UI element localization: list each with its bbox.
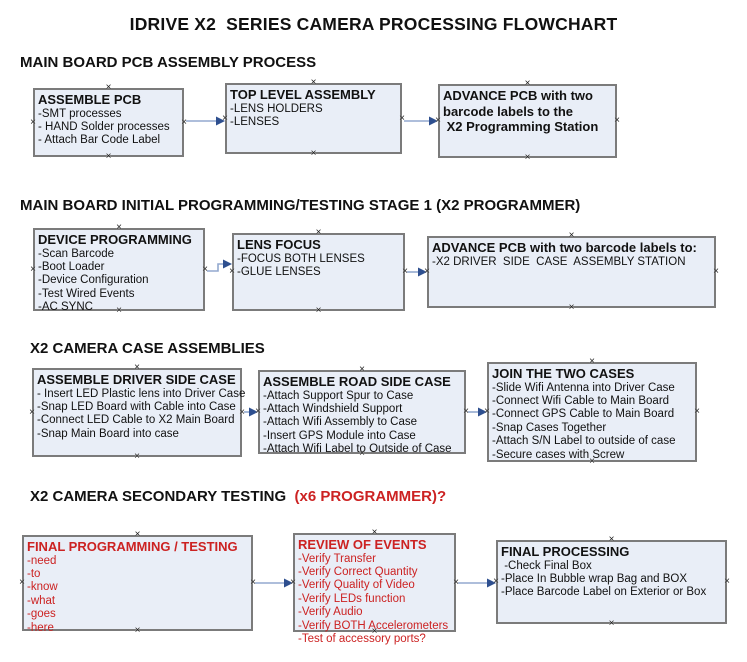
- box-line: -Attach Windshield Support: [263, 402, 403, 415]
- box-line: - HAND Solder processes: [38, 120, 170, 133]
- box-title: ADVANCE PCB with two: [443, 88, 593, 103]
- box-line: -SMT processes: [38, 107, 122, 120]
- box-line: -Verify Transfer: [298, 552, 376, 565]
- arrow-head-icon: [478, 407, 487, 417]
- arrow-head-icon: [249, 407, 258, 417]
- arrow-line: [207, 263, 225, 272]
- box-title: ASSEMBLE PCB: [38, 92, 142, 107]
- box-line: - Insert LED Plastic lens into Driver Ca…: [37, 387, 246, 400]
- box-line: -LENSES: [230, 115, 280, 128]
- box-line: -Device Configuration: [38, 274, 149, 287]
- box-line: -Snap LED Board with Cable into Case: [37, 400, 236, 413]
- box-line: -Insert GPS Module into Case: [263, 429, 416, 442]
- box-line: -FOCUS BOTH LENSES: [237, 252, 365, 265]
- box-line: -goes: [27, 608, 56, 621]
- section-header-case-assemblies: X2 CAMERA CASE ASSEMBLIES: [30, 340, 265, 357]
- page-title: IDRIVE X2 SERIES CAMERA PROCESSING FLOWC…: [129, 14, 618, 34]
- box-line: -Verify LEDs function: [298, 592, 406, 605]
- box-title: barcode labels to the: [443, 103, 574, 119]
- box-title: FINAL PROCESSING: [501, 544, 630, 559]
- box-line: -Verify Audio: [298, 606, 363, 619]
- arrow-head-icon: [418, 267, 427, 277]
- box-line: -GLUE LENSES: [237, 265, 321, 278]
- box-line: -Scan Barcode: [38, 247, 115, 260]
- box-line: -Test Wired Events: [38, 287, 135, 300]
- box-line: -Attach Support Spur to Case: [263, 389, 414, 402]
- arrow-head-icon: [223, 259, 232, 269]
- box-line: -Place Barcode Label on Exterior or Box: [501, 586, 707, 599]
- arrow-head-icon: [216, 116, 225, 126]
- section-header-pcb-assembly: MAIN BOARD PCB ASSEMBLY PROCESS: [20, 54, 317, 71]
- box-title: FINAL PROGRAMMING / TESTING: [27, 539, 238, 554]
- box-final-programming-testing[interactable]: FINAL PROGRAMMING / TESTING-need-to-know…: [22, 535, 253, 634]
- arrow-head-icon: [284, 578, 293, 588]
- box-line: -Snap Cases Together: [492, 421, 607, 434]
- box-assemble-pcb[interactable]: ASSEMBLE PCB-SMT processes- HAND Solder …: [33, 88, 184, 157]
- box-lens-focus[interactable]: LENS FOCUS-FOCUS BOTH LENSES-GLUE LENSES: [232, 233, 405, 311]
- box-line: -Secure cases with Screw: [492, 448, 625, 461]
- box-line: -X2 DRIVER SIDE CASE ASSEMBLY STATION: [432, 255, 686, 268]
- box-join-the-two-cases[interactable]: JOIN THE TWO CASES-Slide Wifi Antenna in…: [487, 362, 697, 462]
- box-line: -Place In Bubble wrap Bag and BOX: [501, 572, 688, 585]
- box-title: LENS FOCUS: [237, 237, 321, 252]
- box-advance-pcb-to-driver-station[interactable]: ADVANCE PCB with two barcode labels to:-…: [427, 236, 716, 308]
- box-line: -what: [27, 594, 56, 607]
- box-line: -know: [27, 581, 58, 594]
- box-title: ADVANCE PCB with two barcode labels to:: [432, 240, 697, 255]
- box-line: -Test of accessory ports?: [298, 632, 426, 645]
- box-final-processing[interactable]: FINAL PROCESSING -Check Final Box-Place …: [496, 540, 727, 624]
- box-assemble-road-side-case[interactable]: ASSEMBLE ROAD SIDE CASE-Attach Support S…: [258, 370, 466, 456]
- section-header-secondary-testing: X2 CAMERA SECONDARY TESTING (x6 PROGRAMM…: [30, 488, 447, 505]
- arrow-head-icon: [487, 578, 496, 588]
- box-line: -Snap Main Board into case: [37, 427, 179, 440]
- box-title: X2 Programming Station: [443, 119, 599, 134]
- box-line: -LENS HOLDERS: [230, 102, 323, 115]
- section-header-initial-programming: MAIN BOARD INITIAL PROGRAMMING/TESTING S…: [20, 197, 581, 214]
- box-line: -Connect GPS Cable to Main Board: [492, 408, 675, 421]
- section-header-accent: (x6 PROGRAMMER)?: [294, 488, 447, 505]
- box-line: -AC SYNC: [38, 301, 93, 314]
- box-title: JOIN THE TWO CASES: [492, 366, 635, 381]
- box-title: ASSEMBLE DRIVER SIDE CASE: [37, 372, 236, 387]
- box-line: -to: [27, 567, 41, 580]
- box-line: -here: [27, 621, 54, 634]
- box-line: -Slide Wifi Antenna into Driver Case: [492, 381, 675, 394]
- box-line: -Check Final Box: [501, 559, 592, 572]
- box-device-programming[interactable]: DEVICE PROGRAMMING-Scan Barcode-Boot Loa…: [33, 228, 205, 314]
- box-line: -Attach Wifi Assembly to Case: [263, 416, 418, 429]
- box-title: DEVICE PROGRAMMING: [38, 232, 192, 247]
- box-line: -Attach S/N Label to outside of case: [492, 435, 676, 448]
- box-top-level-assembly[interactable]: TOP LEVEL ASSEMBLY-LENS HOLDERS-LENSES: [225, 83, 402, 154]
- box-title: TOP LEVEL ASSEMBLY: [230, 87, 376, 102]
- box-review-of-events[interactable]: REVIEW OF EVENTS-Verify Transfer-Verify …: [293, 533, 456, 645]
- box-title: REVIEW OF EVENTS: [298, 537, 427, 552]
- box-line: -Connect LED Cable to X2 Main Board: [37, 414, 235, 427]
- box-line: -Boot Loader: [38, 260, 105, 273]
- box-line: -Verify Quality of Video: [298, 579, 415, 592]
- box-line: -Connect Wifi Cable to Main Board: [492, 394, 670, 407]
- box-line: -Verify BOTH Accelerometers: [298, 619, 449, 632]
- box-line: -Attach Wifi Label to Outside of Case: [263, 443, 452, 456]
- box-assemble-driver-side-case[interactable]: ASSEMBLE DRIVER SIDE CASE- Insert LED Pl…: [32, 368, 246, 457]
- box-line: - Attach Bar Code Label: [38, 134, 161, 147]
- box-line: -Verify Correct Quantity: [298, 565, 418, 578]
- arrow-head-icon: [429, 116, 438, 126]
- box-title: ASSEMBLE ROAD SIDE CASE: [263, 374, 451, 389]
- box-line: -need: [27, 554, 57, 567]
